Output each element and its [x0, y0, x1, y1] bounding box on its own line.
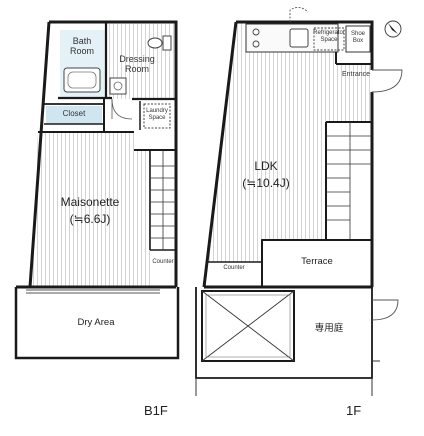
kitchen-sink: [289, 28, 309, 48]
laundry-label-line1: Laundry: [146, 108, 168, 114]
b1f-left-wall: [28, 21, 51, 288]
stove-burner-1: [252, 28, 260, 36]
toilet-icon: [147, 35, 172, 51]
shoe-box: [345, 25, 371, 53]
laundry-label-line2: Space: [148, 114, 166, 121]
ldk-name: LDK: [254, 159, 278, 173]
washbasin: [109, 77, 127, 95]
ldk-size: (≒10.4J): [242, 175, 290, 190]
bathtub-inner: [67, 71, 97, 89]
b1f-plan: [14, 20, 180, 360]
dressing-label-line2: Room: [124, 64, 149, 75]
dressing-room-label: Dressing Room: [110, 54, 164, 75]
stairs-f1: [326, 122, 372, 240]
terrace-label: Terrace: [301, 256, 333, 267]
maisonette-size: (≒6.6J): [69, 211, 111, 226]
garden-outline: [195, 287, 373, 379]
bath-room-label: Bath Room: [64, 36, 100, 57]
f1-floor-label: 1F: [346, 403, 362, 418]
bath-label-line2: Room: [69, 46, 94, 57]
private-garden-label: 専用庭: [314, 323, 344, 334]
refrigerator-label-line1: Refrigerator: [313, 30, 345, 36]
closet-label: Closet: [62, 109, 86, 118]
laundry-space-label: Laundry Space: [143, 108, 171, 122]
stove-burner-2: [252, 40, 260, 48]
bathtub: [63, 67, 101, 93]
door-swing-b1f: [111, 98, 133, 120]
terrace-area: [261, 239, 373, 288]
north-arrow-icon: [384, 20, 402, 38]
entrance-door-swing: [371, 69, 403, 93]
b1f-outer-wall: [49, 20, 178, 287]
shoe-box-label: Shoe Box: [346, 31, 370, 45]
f1-top-wall: [236, 20, 374, 70]
dressing-label-line1: Dressing: [119, 54, 155, 64]
stairs-b1f: [150, 150, 176, 250]
f1-left-wall: [202, 21, 238, 288]
counter-b1f-label: Counter: [152, 259, 174, 265]
shoe-label-line2: Box: [352, 37, 364, 44]
closet-fill: [46, 106, 102, 124]
void-inner: [205, 294, 291, 358]
ldk-floor: [204, 22, 372, 287]
laundry-space: [143, 103, 171, 129]
maisonette-name: Maisonette: [60, 195, 120, 209]
shoe-label-line1: Shoe: [350, 31, 365, 37]
ldk-label: LDK (≒10.4J): [226, 159, 306, 191]
b1f-floor-label: B1F: [144, 403, 168, 418]
refrigerator-label-line2: Space: [320, 36, 338, 43]
entrance-label: Entrance: [341, 71, 371, 78]
dry-area-label: Dry Area: [77, 317, 115, 328]
garden-gate-swing: [371, 299, 399, 321]
counter-f1-label: Counter: [223, 265, 245, 271]
void-cross-2: [201, 290, 295, 362]
refrigerator-space-label: Refrigerator Space: [312, 30, 346, 44]
bath-label-line1: Bath: [72, 36, 92, 46]
maisonette-label: Maisonette (≒6.6J): [40, 195, 140, 227]
dry-area-outline: [14, 287, 180, 360]
maisonette-floor: [30, 132, 150, 287]
refrigerator-space: [313, 27, 345, 51]
top-hatch: [289, 7, 309, 22]
f1-plan: [195, 7, 403, 396]
